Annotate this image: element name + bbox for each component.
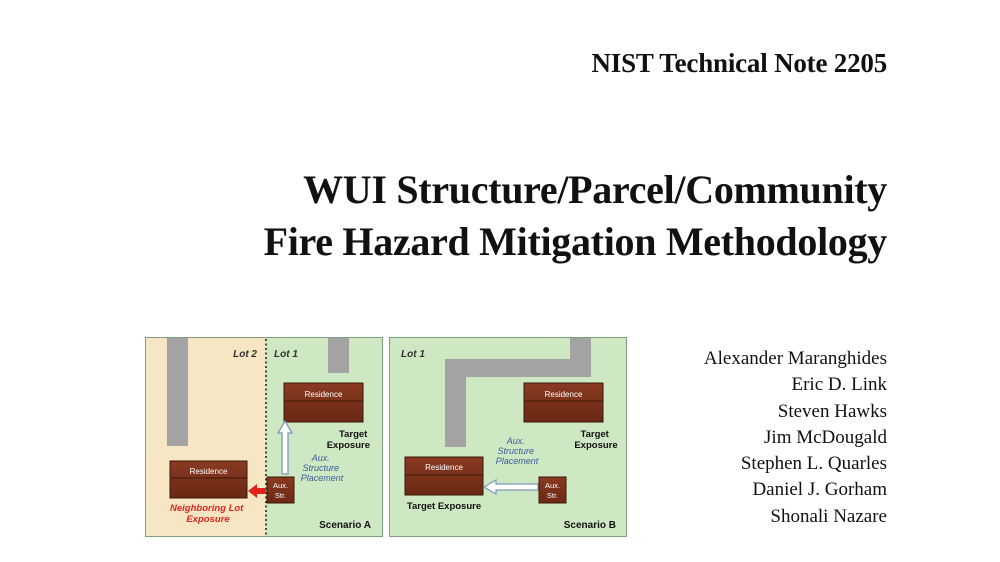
author-name: Shonali Nazare <box>770 505 887 527</box>
author-list: Alexander Maranghides Eric D. Link Steve… <box>704 346 887 530</box>
scenario-a-panel: Lot 2 Lot 1 Residence Target Exposure Au… <box>145 337 383 537</box>
target-residence-b: Residence <box>523 382 604 423</box>
svg-text:Residence: Residence <box>305 390 343 399</box>
neighbor-residence: Residence <box>169 460 248 499</box>
other-residence-b: Residence <box>404 456 484 496</box>
target-residence: Residence <box>283 382 364 423</box>
author-name: Daniel J. Gorham <box>752 479 887 501</box>
svg-text:Residence: Residence <box>190 467 228 476</box>
target-exposure-label: Target Exposure <box>327 429 370 451</box>
author-name: Stephen L. Quarles <box>740 453 887 475</box>
aux-structure-box-b: Aux. Str. <box>538 476 567 504</box>
document-title: WUI Structure/Parcel/Community Fire Haza… <box>263 164 888 268</box>
title-line-2: Fire Hazard Mitigation Methodology <box>263 219 888 264</box>
driveway-lot2 <box>167 338 188 446</box>
aux-placement-label-b: Aux. Structure Placement <box>496 436 539 466</box>
driveway-b <box>445 338 591 447</box>
svg-text:Str.: Str. <box>275 491 286 500</box>
author-name: Alexander Maranghides <box>703 348 887 369</box>
series-label: NIST Technical Note 2205 <box>591 48 888 78</box>
author-name: Eric D. Link <box>791 374 887 396</box>
aux-placement-arrow-left <box>482 478 539 496</box>
aux-placement-label: Aux. Structure Placement <box>301 453 344 483</box>
aux-structure-box: Aux. Str. <box>266 476 295 504</box>
svg-text:Residence: Residence <box>545 390 583 399</box>
svg-text:Aux.: Aux. <box>545 481 560 490</box>
author-name: Steven Hawks <box>777 400 887 422</box>
title-line-1: WUI Structure/Parcel/Community <box>303 167 887 212</box>
svg-text:Str.: Str. <box>547 491 558 500</box>
lot-1-label: Lot 1 <box>274 349 298 360</box>
scenario-b-panel: Lot 1 Residence Target Exposure Aux. Str… <box>389 337 627 537</box>
neighbor-exposure-arrow <box>248 484 266 498</box>
lot-1-label-b: Lot 1 <box>401 349 425 360</box>
lot-2-label: Lot 2 <box>233 349 257 360</box>
author-name: Jim McDougald <box>764 426 887 448</box>
aux-placement-arrow-up <box>276 419 294 475</box>
svg-text:Residence: Residence <box>425 463 463 472</box>
scenario-a-caption: Scenario A <box>319 520 371 531</box>
driveway-lot1 <box>328 338 349 373</box>
neighboring-lot-exposure-label: Neighboring Lot Exposure <box>170 503 246 525</box>
scenario-b-caption: Scenario B <box>564 520 616 531</box>
target-exposure-label-b: Target Exposure <box>574 429 617 451</box>
svg-text:Aux.: Aux. <box>273 481 288 490</box>
scenario-figure: Lot 2 Lot 1 Residence Target Exposure Au… <box>145 337 627 537</box>
target-exposure-label-bottom: Target Exposure <box>407 501 481 512</box>
